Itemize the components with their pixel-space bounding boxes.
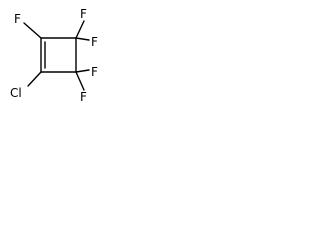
atom-label-f-c3-right: F (91, 35, 98, 49)
bond-c2-f (23, 22, 42, 39)
bond-c3-f-top (75, 20, 85, 39)
structure-diagram: F Cl F F F F (10, 7, 98, 104)
atom-label-f-c2: F (14, 12, 21, 26)
bond-c4-f-right (75, 69, 90, 73)
bond-c1-cl (27, 71, 42, 87)
atom-label-f-c4-bottom: F (80, 90, 87, 104)
bond-c3-f-right (75, 37, 90, 41)
atom-label-cl: Cl (10, 86, 22, 100)
atom-label-f-c3-top: F (80, 7, 87, 21)
bond-c4-f-bottom (75, 71, 85, 91)
atom-label-f-c4-right: F (91, 65, 98, 79)
